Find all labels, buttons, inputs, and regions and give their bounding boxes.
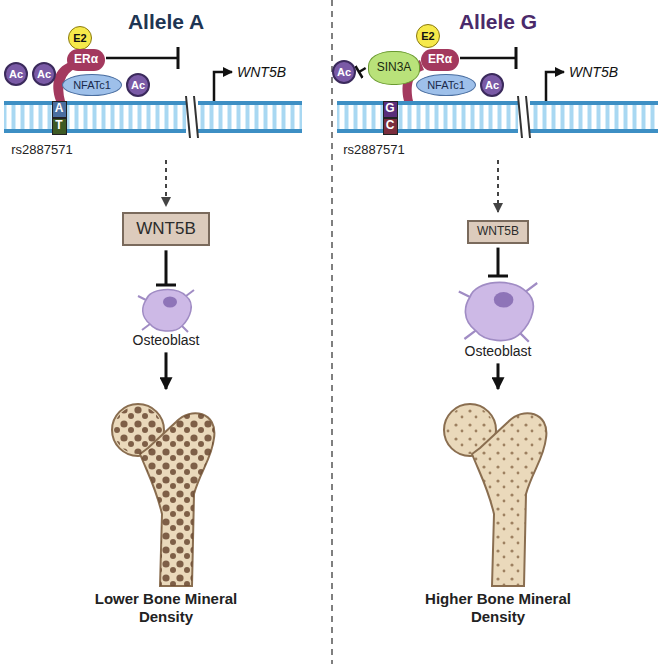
node-text: Ac [37,68,51,80]
node-text: NFATc1 [73,79,111,91]
osteoblast-cell [459,282,537,341]
receptor-protein: ERα [67,49,105,70]
node-text: E2 [73,32,86,44]
expression-arrow [165,160,167,206]
panel-divider [331,0,333,664]
node-text: A [55,102,64,115]
allele-base: G [383,101,398,118]
node-text: ERα [74,53,98,66]
gene-name: WNT5B [569,64,618,80]
bone-node: Lower Bone Mineral Density [81,392,251,626]
inhibition-connector [497,248,500,276]
inhibition-line [460,47,516,69]
dna-strand [337,96,658,138]
protein-box: WNT5B [122,212,210,247]
node-text: ERα [428,53,452,66]
node-text: NFATc1 [427,79,465,91]
femur-bone [112,404,214,586]
bone-node: Higher Bone Mineral Density [413,392,583,626]
osteoblast-node: Osteoblast [129,288,204,348]
estradiol-ligand: E2 [68,26,92,50]
node-text: T [55,119,62,132]
factor-protein: NFATc1 [62,74,122,96]
node-text: Higher Bone Mineral Density [413,590,583,626]
inhibition-line [106,47,178,69]
arrow-connector [165,352,168,389]
node-text: Osteoblast [465,344,532,359]
expression-arrow [497,160,499,212]
node-text: WNT5B [136,220,196,239]
node-text: WNT5B [477,225,519,238]
node-text: SIN3A [377,61,412,74]
node-text: E2 [421,30,434,42]
transcription-arrow [546,72,564,101]
acetyl-mark: Ac [332,60,356,84]
snp-id: rs2887571 [343,143,404,158]
receptor-protein: ERα [421,49,459,70]
acetyl-mark: Ac [32,62,56,86]
node-text: Ac [337,66,351,78]
acetyl-mark: Ac [480,73,504,97]
node-text: Lower Bone Mineral Density [81,590,251,626]
acetyl-mark: Ac [126,73,150,97]
arrow-connector [497,363,500,389]
node-text: Ac [485,79,499,91]
allele-base: T [52,118,67,135]
node-text: C [386,119,395,132]
inhibition-connector [165,250,168,285]
acetyl-mark: Ac [4,62,28,86]
panel-title: Allele A [128,10,204,34]
allele-base: A [52,101,67,118]
panel-title: Allele G [459,10,537,34]
estradiol-ligand: E2 [416,24,440,48]
dna-strand [4,96,302,138]
corepressor-protein: SIN3A [368,51,421,84]
node-text: G [385,102,394,115]
node-text: Ac [9,68,23,80]
allele-base: C [383,118,398,135]
femur-bone [444,404,546,586]
protein-box: WNT5B [467,220,529,243]
snp-id: rs2887571 [11,143,72,158]
inhibition-connector [359,68,366,72]
node-text: Osteoblast [133,333,200,348]
osteoblast-cell [138,290,194,332]
transcription-arrow [214,72,232,101]
gene-name: WNT5B [237,64,286,80]
factor-protein: NFATc1 [416,74,476,96]
node-text: Ac [131,79,145,91]
osteoblast-node: Osteoblast [461,279,536,359]
